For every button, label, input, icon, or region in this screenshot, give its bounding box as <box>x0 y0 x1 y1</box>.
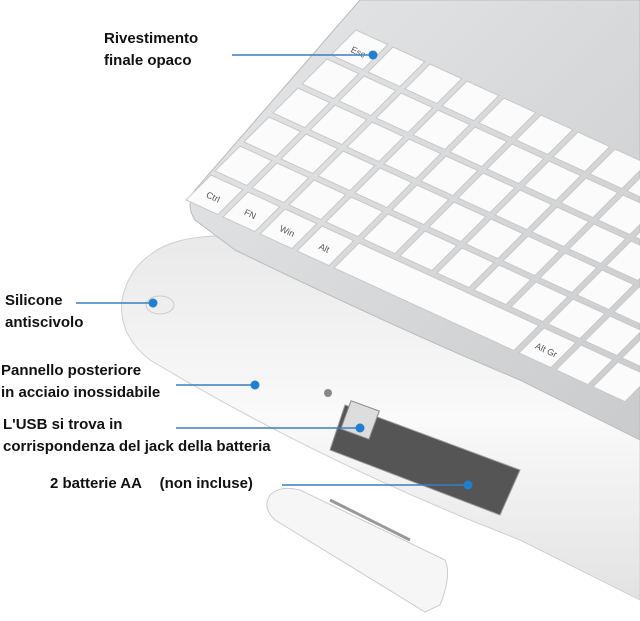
keyboard-key <box>375 92 434 134</box>
keyboard-key <box>523 160 582 202</box>
keyboard-key <box>383 138 442 180</box>
keyboard-key <box>317 150 376 192</box>
callout-dots <box>148 50 473 490</box>
battery-cover <box>266 487 449 613</box>
callout-dot-panel <box>250 380 260 390</box>
keyboard-key <box>412 109 471 151</box>
callout-dot-finish <box>368 50 378 60</box>
keyboard-key <box>325 196 384 238</box>
keyboard-key <box>354 167 413 209</box>
keyboard-key <box>626 177 640 198</box>
keyboard-key <box>613 286 640 325</box>
keyboard-key <box>576 269 635 311</box>
callout-dot-usb <box>355 423 365 433</box>
keyboard-key <box>560 177 619 219</box>
callout-dot-batteries <box>463 480 473 490</box>
keyboard-key <box>399 230 458 272</box>
keyboard-key <box>605 240 640 282</box>
keyboard-key <box>555 344 614 386</box>
keyboard-key <box>547 298 606 340</box>
keyboard-key <box>518 327 577 369</box>
keyboard-key <box>539 252 598 294</box>
keyboard-key <box>296 225 355 267</box>
keyboard-key <box>457 172 516 214</box>
callout-silicone-line1: Silicone <box>5 292 63 309</box>
callout-finish-line1: Rivestimento <box>104 30 199 47</box>
usb-receiver <box>340 400 380 440</box>
keyboard-key <box>309 104 368 146</box>
keyboard-key <box>592 361 640 403</box>
keyboard-key <box>330 29 389 71</box>
keyboard-key <box>288 179 347 221</box>
callout-dot-silicone <box>148 298 158 308</box>
keyboard-key <box>589 148 640 190</box>
keyboard-key <box>436 247 495 289</box>
keyboard-key <box>259 208 318 250</box>
callout-panel: Pannello posteriore in acciaio inossidab… <box>1 360 160 404</box>
keyboard-key <box>441 80 500 122</box>
keyboard-key <box>346 121 405 163</box>
keyboard-key <box>272 87 331 129</box>
keyboard-key <box>634 231 640 240</box>
callout-batteries-note: (non incluse) <box>159 475 253 492</box>
callout-panel-line2: in acciaio inossidabile <box>1 384 161 401</box>
callout-usb-line2: corrispondenza del jack della batteria <box>3 438 271 455</box>
keyboard-key <box>222 191 281 233</box>
keyboard-key <box>473 264 532 306</box>
battery-compartment <box>329 404 521 516</box>
panel-hole <box>324 389 332 397</box>
keyboard-key <box>502 235 561 277</box>
keyboard-key <box>301 58 360 100</box>
callout-silicone: Silicone antiscivolo <box>5 290 83 334</box>
callout-panel-line1: Pannello posteriore <box>1 362 142 379</box>
keyboard-key <box>478 97 537 139</box>
keyboard-key <box>251 162 310 204</box>
keyboard-key <box>465 218 524 260</box>
callout-batteries-count: 2 batterie AA <box>50 475 142 492</box>
keyboard-key <box>420 155 479 197</box>
keyboard-key <box>367 46 426 88</box>
keyboard-key <box>185 174 244 216</box>
keyboard-key <box>621 339 640 367</box>
keyboard-key <box>486 143 545 185</box>
keyboard-key <box>404 63 463 105</box>
keyboard-key <box>243 116 302 158</box>
callout-silicone-line2: antiscivolo <box>5 314 84 331</box>
key-label-alt: Alt <box>317 241 331 255</box>
keyboard-key <box>338 75 397 117</box>
key-label-fn: FN <box>243 207 258 221</box>
keyboard-key <box>449 126 508 168</box>
battery-cover-slot <box>329 498 411 542</box>
keyboard-key <box>362 213 421 255</box>
keyboard-key <box>584 315 640 357</box>
keyboard-key <box>214 145 273 187</box>
callout-finish: Rivestimento finale opaco <box>104 28 198 72</box>
callout-finish-line2: finale opaco <box>104 52 192 69</box>
keyboard-key <box>333 242 540 352</box>
callout-usb-line1: L'USB si trova in <box>3 416 123 433</box>
keyboard-key <box>531 206 590 248</box>
keyboard-key <box>428 201 487 243</box>
keyboard-key <box>515 114 574 156</box>
keyboard-key <box>494 189 553 231</box>
keyboard-key <box>568 223 627 265</box>
keyboard-key <box>391 184 450 226</box>
keyboard-key <box>280 133 339 175</box>
callout-batteries: 2 batterie AA (non incluse) <box>50 473 253 495</box>
callout-lines <box>76 54 468 486</box>
callout-usb: L'USB si trova in corrispondenza del jac… <box>3 414 271 458</box>
keyboard-key <box>510 281 569 323</box>
keyboard-key <box>597 194 640 236</box>
keyboard-key <box>552 131 611 173</box>
